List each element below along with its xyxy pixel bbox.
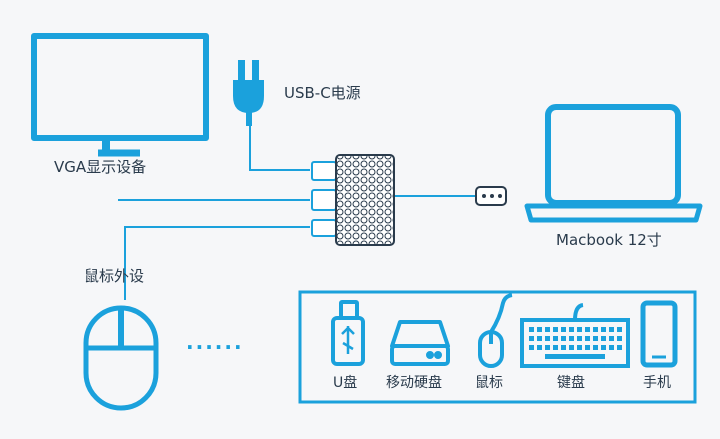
hub-ports [311, 161, 337, 237]
keyboard-key [593, 345, 598, 350]
laptop-icon [524, 104, 703, 223]
phone-label: 手机 [643, 375, 671, 391]
power-plug-icon [233, 60, 264, 126]
monitor-icon [31, 33, 209, 157]
keyboard-spacebar [545, 354, 605, 359]
keyboard-key [553, 345, 558, 350]
keyboard-key [545, 336, 550, 341]
keyboard-key [553, 327, 558, 332]
keyboard-key [609, 336, 614, 341]
keyboard-key [617, 327, 622, 332]
keyboard-key [601, 327, 606, 332]
usb-drive-icon [331, 300, 365, 366]
hard-drive-label: 移动硬盘 [386, 375, 442, 391]
ellipsis: ...... [186, 330, 244, 354]
devices-panel [298, 290, 697, 404]
keyboard-key [585, 327, 590, 332]
keyboard-key [609, 345, 614, 350]
hard-drive-icon [390, 320, 450, 366]
keyboard-key [545, 345, 550, 350]
keyboard-key [545, 327, 550, 332]
monitor-label: VGA显示设备 [54, 158, 147, 176]
keyboard-key [601, 345, 606, 350]
keyboard-key [529, 345, 534, 350]
keyboard-key [569, 327, 574, 332]
keyboard-key [593, 327, 598, 332]
small-mouse-icon [478, 293, 513, 368]
mouse-icon [83, 305, 159, 411]
keyboard-key [529, 327, 534, 332]
keyboard-key [577, 345, 582, 350]
keyboard-key [617, 336, 622, 341]
mouse-label: 鼠标外设 [84, 267, 145, 285]
keyboard-key [569, 336, 574, 341]
keyboard-key [529, 336, 534, 341]
laptop-label: Macbook 12寸 [556, 231, 662, 249]
keyboard-key [537, 336, 542, 341]
keyboard-key [601, 336, 606, 341]
keyboard-key [585, 345, 590, 350]
keyboard-key [537, 327, 542, 332]
power-label: USB-C电源 [284, 84, 361, 102]
keyboard-icon [520, 303, 630, 368]
keyboard-key [577, 327, 582, 332]
usb-drive-label: U盘 [333, 375, 358, 391]
phone-icon [640, 300, 678, 368]
keyboard-key [561, 336, 566, 341]
keyboard-key [553, 336, 558, 341]
cable-lines [118, 126, 476, 300]
keyboard-key [561, 327, 566, 332]
keyboard-key [537, 345, 542, 350]
keyboard-key [609, 327, 614, 332]
keyboard-key [593, 336, 598, 341]
keyboard-key [577, 336, 582, 341]
keyboard-key [585, 336, 590, 341]
small-mouse-label: 鼠标 [475, 375, 503, 391]
keyboard-key [561, 345, 566, 350]
keyboard-label: 键盘 [557, 375, 585, 391]
usb-c-plug-icon [475, 186, 507, 206]
keyboard-key [569, 345, 574, 350]
usb-c-hub-icon [335, 154, 395, 246]
keyboard-key [617, 345, 622, 350]
